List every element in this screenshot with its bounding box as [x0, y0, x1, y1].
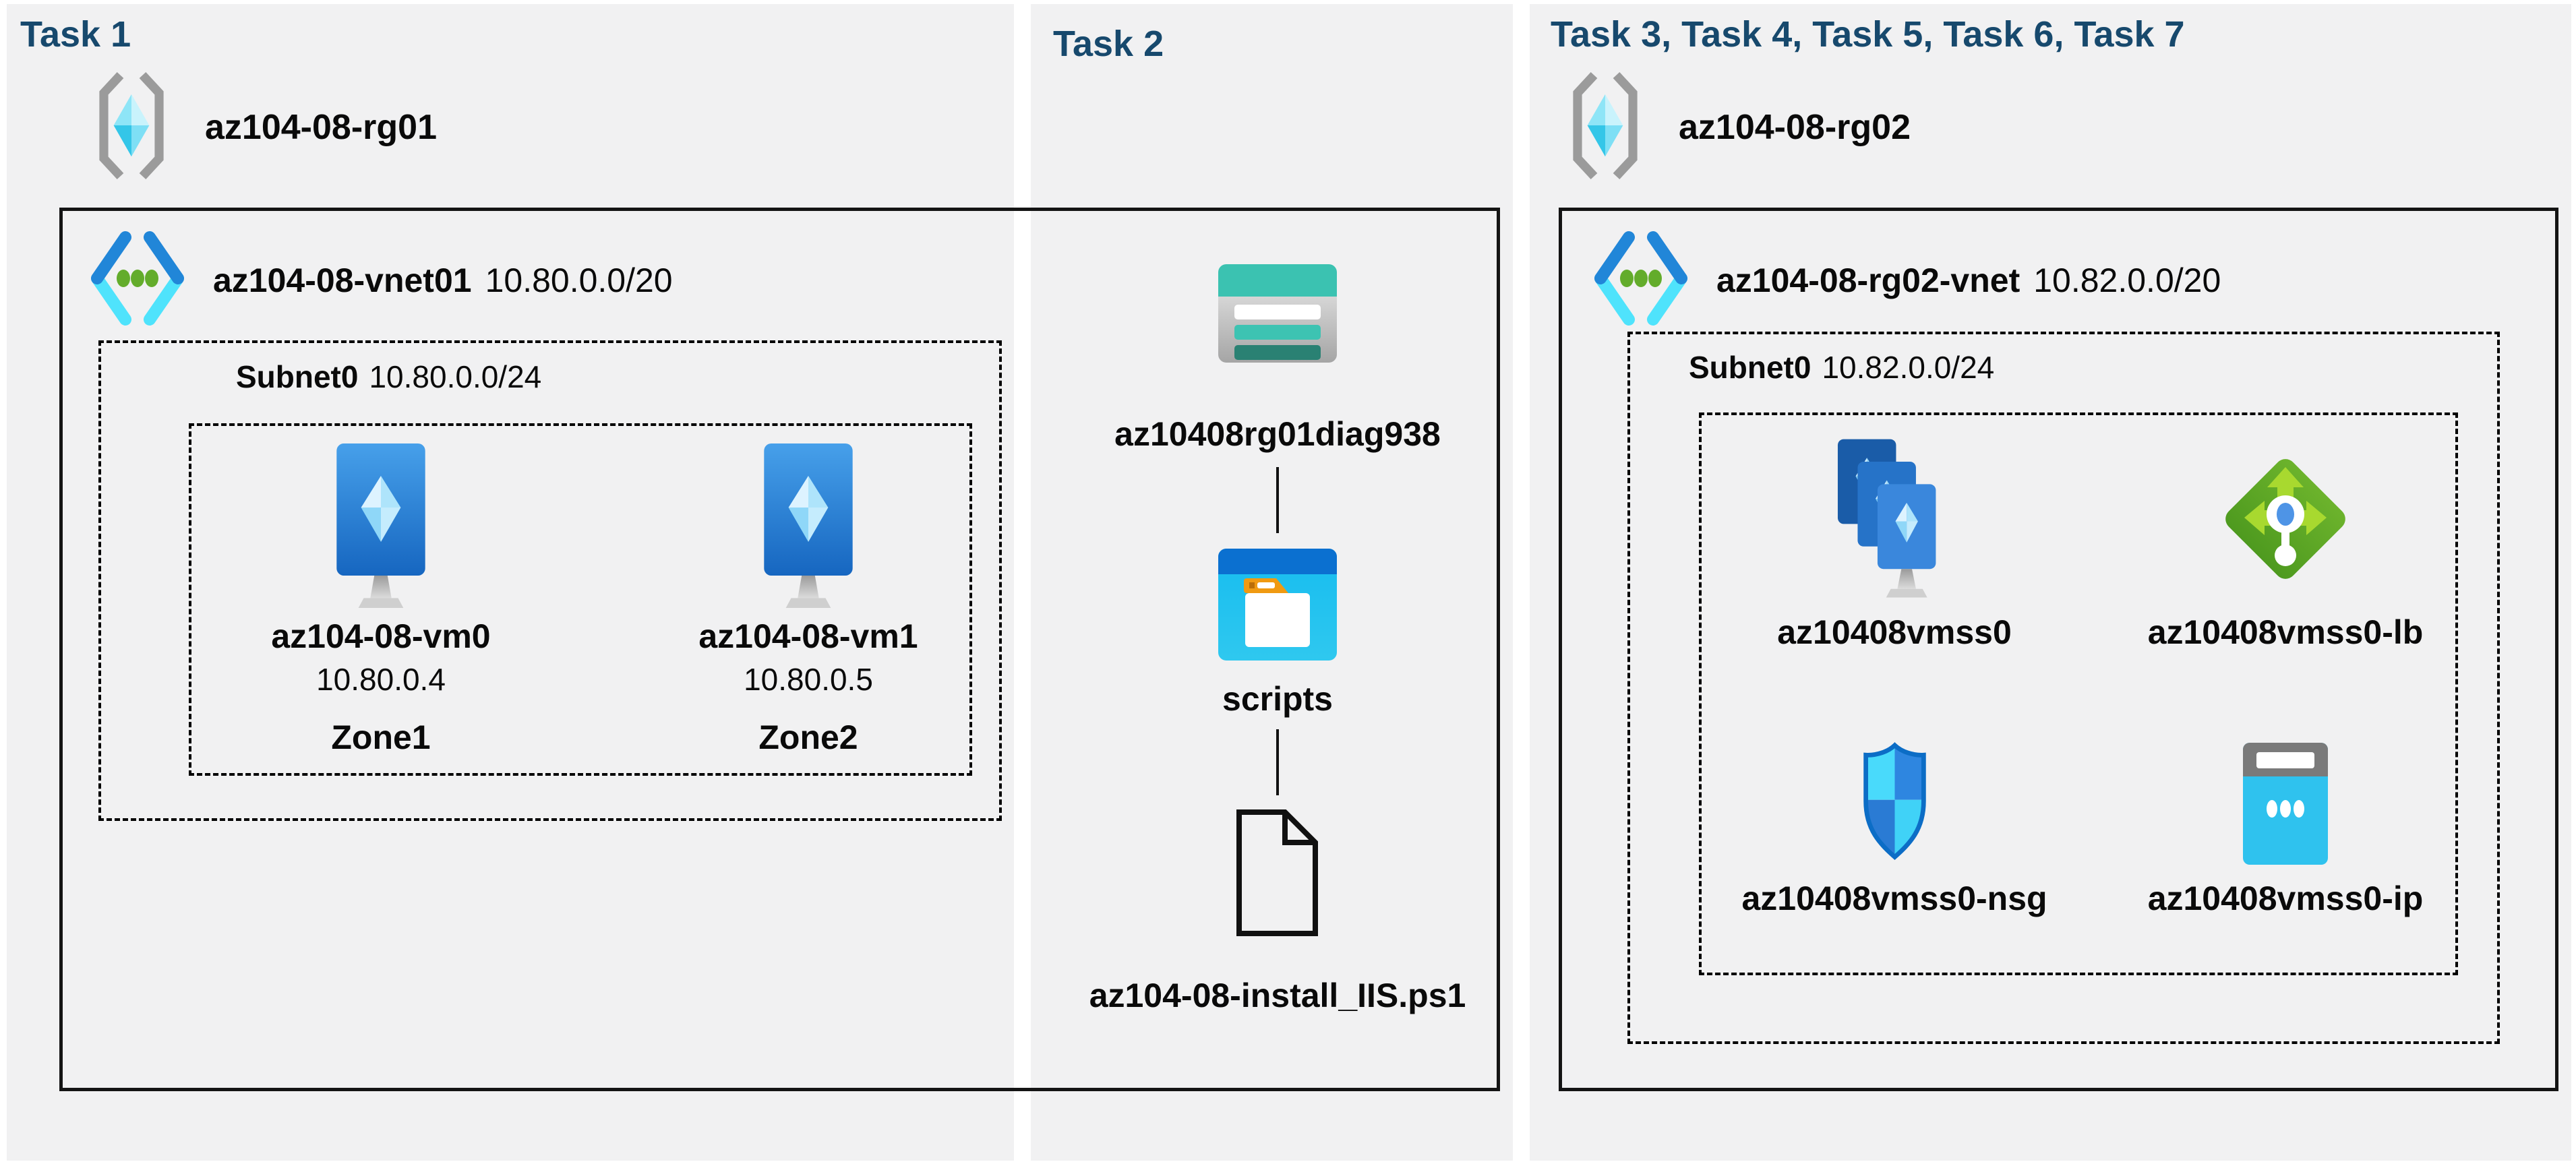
subnet0-label-task1: Subnet0 10.80.0.0/24	[236, 359, 541, 395]
vnet02-row: az104-08-rg02-vnet 10.82.0.0/20	[1594, 228, 2221, 332]
resource-group-icon	[1568, 70, 1642, 185]
subnet0-cidr: 10.80.0.0/24	[369, 359, 542, 394]
storage-account-icon	[1217, 263, 1338, 367]
public-ip-icon	[2242, 738, 2329, 869]
resource-group-rg01: az104-08-rg01	[94, 70, 437, 185]
vnet01-row: az104-08-vnet01 10.80.0.0/20	[90, 228, 673, 332]
vm1-zone: Zone2	[758, 718, 858, 756]
nsg-name: az10408vmss0-nsg	[1741, 880, 2047, 917]
task2-title: Task 2	[1053, 24, 1164, 64]
subnet0-box-task1	[98, 340, 1002, 821]
public-ip-name: az10408vmss0-ip	[2147, 880, 2424, 917]
vm-group-box	[189, 423, 972, 776]
vm0-block: az104-08-vm0 10.80.0.4 Zone1	[270, 441, 492, 757]
scripts-container-name: scripts	[1222, 680, 1333, 718]
nsg-block: az10408vmss0-nsg	[1741, 738, 2047, 918]
subnet0-name: Subnet0	[236, 359, 359, 394]
script-file-name: az104-08-install_IIS.ps1	[1089, 977, 1466, 1014]
file-icon	[1235, 809, 1319, 940]
load-balancer-name: az10408vmss0-lb	[2147, 613, 2424, 651]
vm-icon	[762, 441, 855, 610]
task3-title: Task 3, Task 4, Task 5, Task 6, Task 7	[1551, 14, 2185, 55]
vnet02-boundary-box	[1559, 208, 2558, 1091]
vm1-ip: 10.80.0.5	[744, 662, 873, 697]
vmss-group-box	[1699, 412, 2458, 975]
vmss-name: az10408vmss0	[1777, 613, 2012, 651]
resource-group-icon	[94, 70, 169, 185]
task3-panel	[1530, 4, 2571, 1161]
connector-storage-to-scripts	[1276, 467, 1279, 533]
vnet01-label: az104-08-vnet01 10.80.0.0/20	[213, 261, 673, 300]
vnet01-name: az104-08-vnet01	[213, 261, 472, 299]
subnet0-label-task3: Subnet0 10.82.0.0/24	[1689, 349, 1994, 386]
storage-account-name: az10408rg01diag938	[1114, 415, 1441, 453]
vnet02-cidr: 10.82.0.0/20	[2033, 261, 2221, 299]
public-ip-block: az10408vmss0-ip	[2148, 738, 2423, 918]
subnet0-box-task3	[1627, 332, 2500, 1044]
load-balancer-icon	[2221, 435, 2349, 603]
load-balancer-block: az10408vmss0-lb	[2148, 435, 2423, 652]
folder-icon	[1217, 547, 1338, 665]
vm0-name: az104-08-vm0	[271, 617, 491, 655]
vnet02-name: az104-08-rg02-vnet	[1716, 261, 2020, 299]
vnet01-cidr: 10.80.0.0/20	[485, 261, 673, 299]
nsg-icon	[1853, 738, 1937, 869]
vm0-zone: Zone1	[331, 718, 431, 756]
vnet02-label: az104-08-rg02-vnet 10.82.0.0/20	[1716, 261, 2221, 300]
rg01-name: az104-08-rg01	[205, 108, 437, 147]
subnet0-cidr: 10.82.0.0/24	[1822, 350, 1995, 385]
vnet01-boundary-box	[59, 208, 1500, 1091]
vm1-block: az104-08-vm1 10.80.0.5 Zone2	[697, 441, 920, 757]
vmss-icon	[1836, 435, 1952, 603]
vm-icon	[334, 441, 427, 610]
vm1-name: az104-08-vm1	[698, 617, 918, 655]
task1-title: Task 1	[20, 14, 131, 55]
virtual-network-icon	[1594, 228, 1688, 332]
connector-scripts-to-file	[1276, 729, 1279, 795]
vmss-block: az10408vmss0	[1766, 435, 2023, 652]
subnet0-name: Subnet0	[1689, 350, 1811, 385]
virtual-network-icon	[90, 228, 185, 332]
task1-panel	[7, 4, 1014, 1161]
rg02-name: az104-08-rg02	[1679, 108, 1911, 147]
vm0-ip: 10.80.0.4	[316, 662, 446, 697]
resource-group-rg02: az104-08-rg02	[1568, 70, 1911, 185]
